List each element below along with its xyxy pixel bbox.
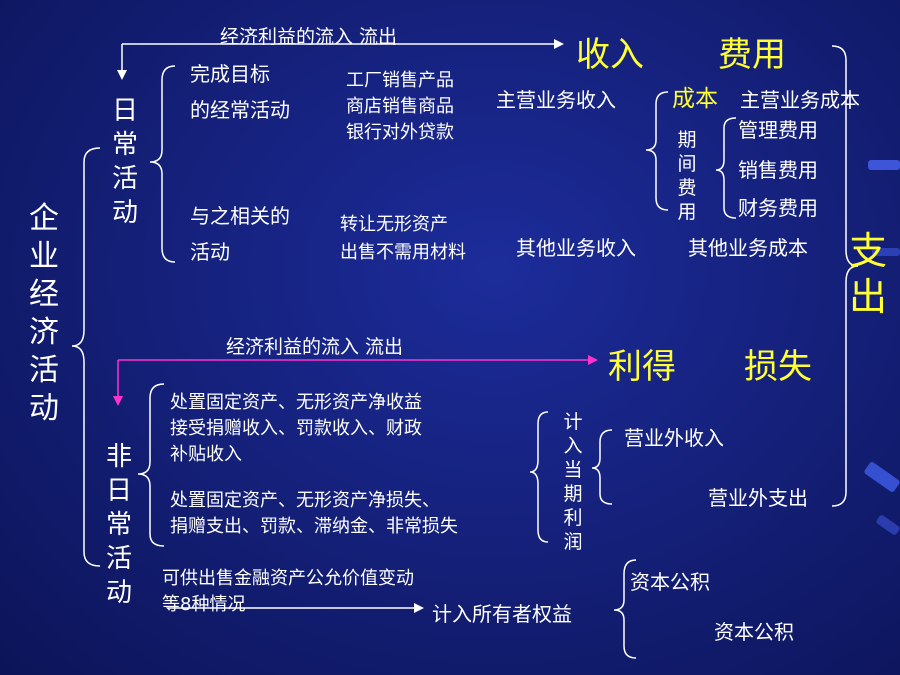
example-item: 工厂销售产品 xyxy=(346,70,454,91)
nondaily-arrow-text: 经济利益的流入 流出 xyxy=(226,336,404,358)
decor-bar-1 xyxy=(868,160,900,170)
outflow-label: 支出 xyxy=(848,229,887,319)
gain-item: 补贴收入 xyxy=(170,444,242,465)
loss-item: 处置固定资产、无形资产净损失、 xyxy=(170,490,440,511)
profit-label: 计入当期利润 xyxy=(563,411,583,553)
capital-brace xyxy=(613,559,637,659)
cost-brace xyxy=(645,91,669,211)
capital-reserve-1: 资本公积 xyxy=(630,570,710,594)
profit-brace-left xyxy=(529,411,549,543)
expense-label: 费用 xyxy=(718,35,786,75)
nondaily-brace xyxy=(137,383,165,547)
period-expense-label: 期间费用 xyxy=(677,129,697,223)
root-label: 企业经济活动 xyxy=(29,201,59,426)
non-op-expense: 营业外支出 xyxy=(708,486,808,510)
daily-arrow-text: 经济利益的流入 流出 xyxy=(220,26,398,48)
non-op-income: 营业外收入 xyxy=(624,426,724,450)
daily-branch2-line1: 与之相关的 xyxy=(190,204,290,228)
main-cost: 主营业务成本 xyxy=(740,88,860,112)
nondaily-label: 非日常活动 xyxy=(105,442,132,608)
loss-item: 捐赠支出、罚款、滞纳金、非常损失 xyxy=(170,516,458,537)
other-cost: 其他业务成本 xyxy=(688,236,808,260)
example2-item: 出售不需用材料 xyxy=(340,242,466,263)
profit-brace-right xyxy=(591,429,613,505)
outflow-brace xyxy=(831,45,859,507)
equity-source-line2: 等8种情况 xyxy=(162,594,246,615)
period-brace xyxy=(715,117,737,219)
period-item: 财务费用 xyxy=(738,196,818,220)
daily-branch1-line1: 完成目标 xyxy=(190,62,270,86)
loss-label: 损失 xyxy=(744,347,812,387)
root-brace xyxy=(71,147,101,567)
equity-label: 计入所有者权益 xyxy=(432,602,572,626)
daily-brace xyxy=(149,65,176,263)
daily-branch1-line2: 的经常活动 xyxy=(190,98,290,122)
main-revenue: 主营业务收入 xyxy=(496,88,616,112)
gain-item: 接受捐赠收入、罚款收入、财政 xyxy=(170,418,422,439)
period-item: 销售费用 xyxy=(738,158,818,182)
gain-item: 处置固定资产、无形资产净收益 xyxy=(170,392,422,413)
example2-item: 转让无形资产 xyxy=(340,214,448,235)
other-revenue: 其他业务收入 xyxy=(516,236,636,260)
revenue-label: 收入 xyxy=(576,35,644,75)
equity-source-line1: 可供出售金融资产公允价值变动 xyxy=(162,568,414,589)
period-item: 管理费用 xyxy=(738,118,818,142)
capital-reserve-2: 资本公积 xyxy=(714,620,794,644)
cost-label: 成本 xyxy=(672,86,718,112)
daily-label: 日常活动 xyxy=(111,96,138,228)
gain-label: 利得 xyxy=(608,347,676,387)
decor-bar-2 xyxy=(872,248,900,256)
example-item: 商店销售商品 xyxy=(346,96,454,117)
daily-branch2-line2: 活动 xyxy=(190,240,230,264)
example-item: 银行对外贷款 xyxy=(346,122,454,143)
